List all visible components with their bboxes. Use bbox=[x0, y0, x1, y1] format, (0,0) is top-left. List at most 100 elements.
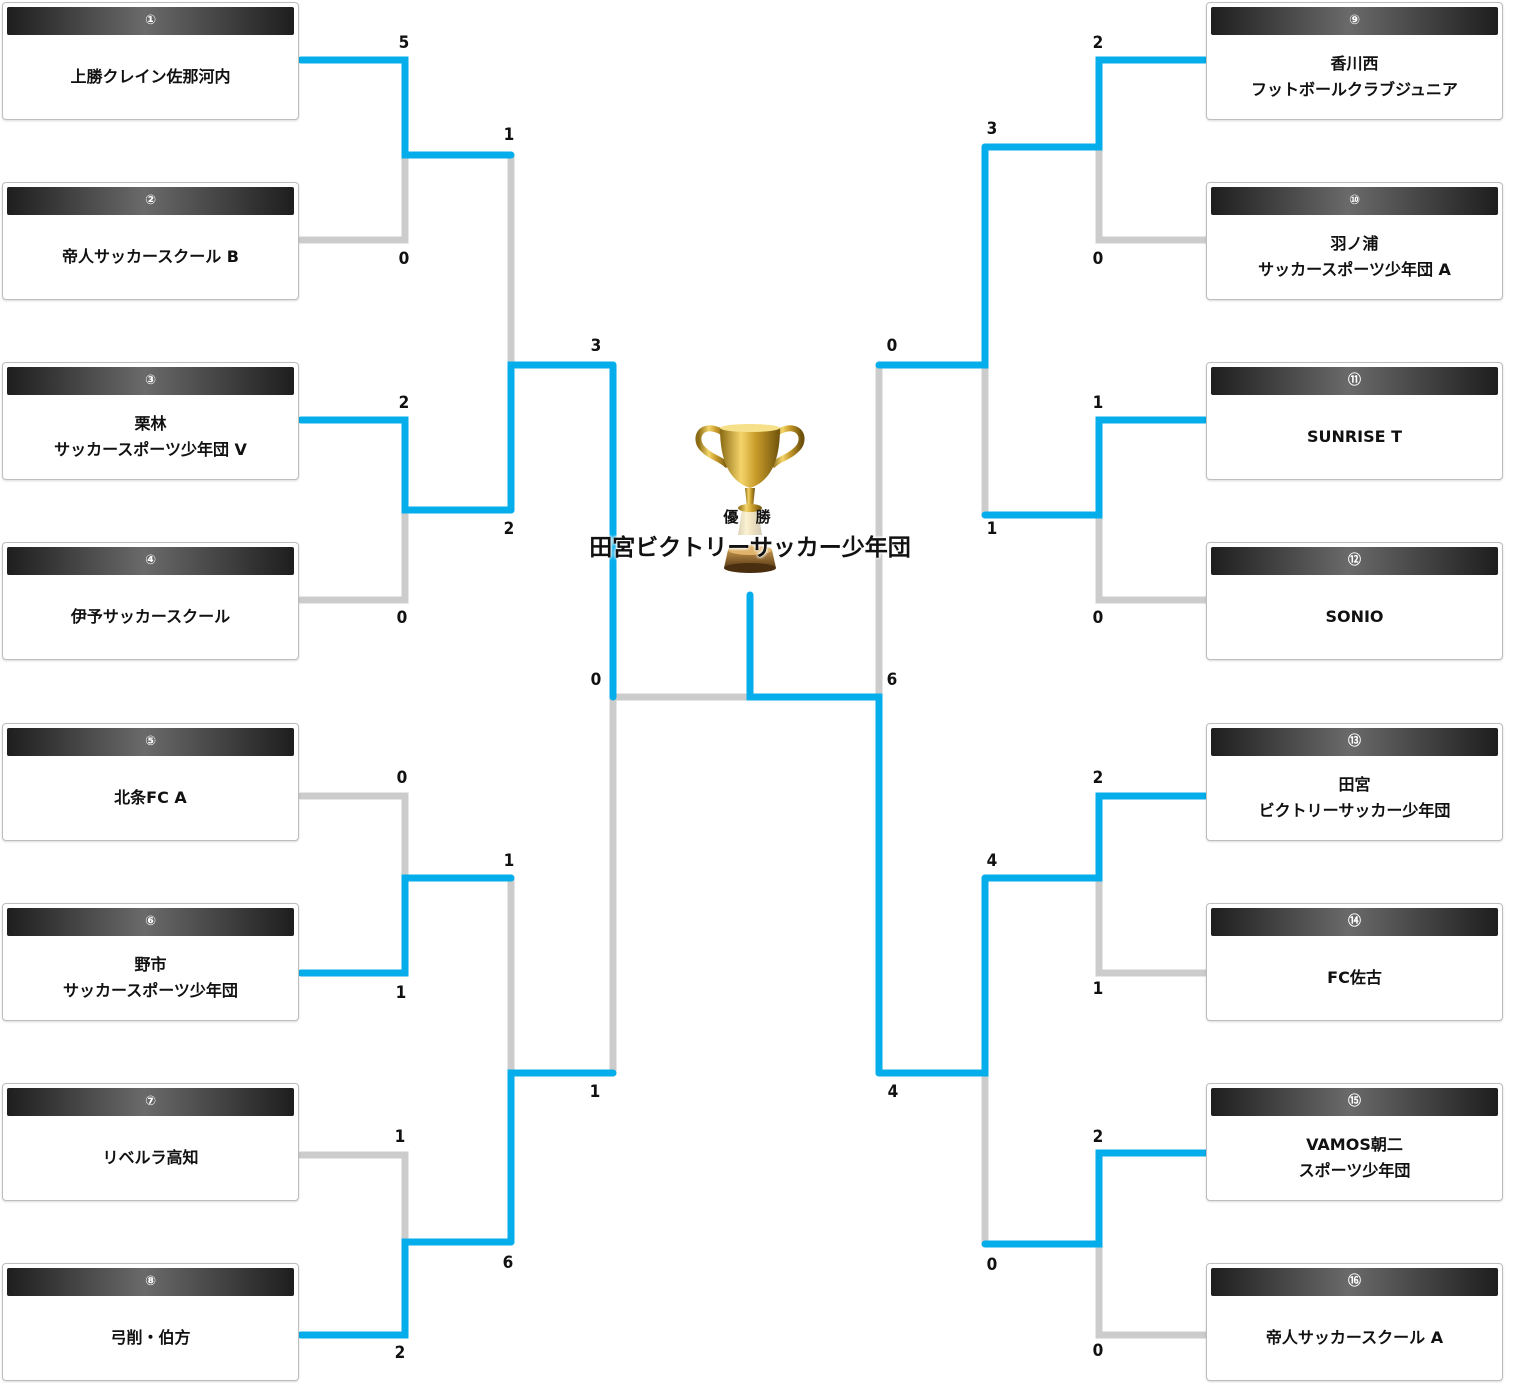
team-number: ⑫ bbox=[1211, 547, 1498, 575]
team-number: ⑦ bbox=[7, 1088, 294, 1116]
bracket-line bbox=[297, 151, 409, 244]
team-card-11: ⑪ SUNRISE T bbox=[1206, 362, 1503, 480]
team-card-6: ⑥ 野市 サッカースポーツ少年団 bbox=[2, 903, 299, 1021]
team-card-1: ① 上勝クレイン佐那河内 bbox=[2, 2, 299, 120]
team-name: VAMOS朝二 スポーツ少年団 bbox=[1298, 1135, 1411, 1180]
score-r2: 1 bbox=[503, 125, 515, 145]
score-r1: 1 bbox=[1092, 979, 1104, 999]
bracket-line bbox=[297, 1238, 515, 1339]
bracket-line bbox=[507, 361, 617, 514]
score-r2: 4 bbox=[986, 851, 998, 871]
team-number: ⑪ bbox=[1211, 367, 1498, 395]
bracket-line bbox=[297, 874, 515, 977]
team-card-9: ⑨ 香川西 フットボールクラブジュニア bbox=[1206, 2, 1503, 120]
team-card-8: ⑧ 弓削・伯方 bbox=[2, 1263, 299, 1381]
team-number: ⑭ bbox=[1211, 908, 1498, 936]
team-name: 伊予サッカースクール bbox=[70, 607, 231, 626]
team-card-3: ③ 栗林 サッカースポーツ少年団 V bbox=[2, 362, 299, 480]
score-r2: 6 bbox=[502, 1253, 514, 1273]
team-card-5: ⑤ 北条FC A bbox=[2, 723, 299, 841]
bracket-line bbox=[1095, 874, 1209, 977]
team-number: ④ bbox=[7, 547, 294, 575]
champion-block: 優 勝 田宮ビクトリーサッカー少年団 bbox=[560, 410, 940, 590]
score-sf: 3 bbox=[590, 336, 602, 356]
team-number: ⑧ bbox=[7, 1268, 294, 1296]
team-card-12: ⑫ SONIO bbox=[1206, 542, 1503, 660]
team-number: ⑮ bbox=[1211, 1088, 1498, 1116]
score-r1: 0 bbox=[1092, 249, 1104, 269]
team-card-16: ⑯ 帝人サッカースクール A bbox=[1206, 1263, 1503, 1381]
team-name: 野市 サッカースポーツ少年団 bbox=[63, 955, 238, 1000]
bracket-line bbox=[981, 1149, 1209, 1248]
team-number: ⑩ bbox=[1211, 187, 1498, 215]
team-card-4: ④ 伊予サッカースクール bbox=[2, 542, 299, 660]
score-sf: 0 bbox=[590, 670, 602, 690]
champion-name: 田宮ビクトリーサッカー少年団 bbox=[589, 535, 911, 561]
bracket-line bbox=[609, 693, 754, 1077]
team-name: 北条FC A bbox=[114, 788, 187, 807]
team-card-7: ⑦ リベルラ高知 bbox=[2, 1083, 299, 1201]
bracket-line bbox=[297, 56, 515, 159]
bracket-line bbox=[875, 874, 989, 1077]
score-r1: 2 bbox=[1092, 33, 1104, 53]
score-r1: 2 bbox=[1092, 768, 1104, 788]
score-r1: 0 bbox=[396, 608, 408, 628]
score-r1: 0 bbox=[398, 249, 410, 269]
team-name: 羽ノ浦 サッカースポーツ少年団 A bbox=[1258, 234, 1451, 279]
bracket-line bbox=[297, 1151, 409, 1246]
team-number: ⑥ bbox=[7, 908, 294, 936]
team-name: 栗林 サッカースポーツ少年団 V bbox=[54, 414, 247, 459]
score-sf: 1 bbox=[589, 1082, 601, 1102]
score-r1: 0 bbox=[1092, 608, 1104, 628]
score-r2: 1 bbox=[986, 519, 998, 539]
score-r2: 0 bbox=[986, 1255, 998, 1275]
bracket-line bbox=[297, 416, 515, 514]
bracket-line bbox=[981, 56, 1209, 151]
team-card-15: ⑮ VAMOS朝二 スポーツ少年団 bbox=[1206, 1083, 1503, 1201]
team-name: SUNRISE T bbox=[1306, 427, 1403, 446]
team-name: 弓削・伯方 bbox=[110, 1328, 191, 1347]
team-number: ⑤ bbox=[7, 728, 294, 756]
score-r2: 2 bbox=[503, 519, 515, 539]
score-r1: 2 bbox=[1092, 1127, 1104, 1147]
team-name: リベルラ高知 bbox=[102, 1148, 199, 1167]
score-r1: 0 bbox=[396, 768, 408, 788]
team-name: 田宮 ビクトリーサッカー少年団 bbox=[1258, 775, 1451, 820]
bracket-line bbox=[875, 143, 989, 369]
team-name: SONIO bbox=[1325, 607, 1384, 626]
score-r1: 0 bbox=[1092, 1341, 1104, 1361]
champion-label: 優 勝 bbox=[723, 508, 777, 526]
team-number: ⑯ bbox=[1211, 1268, 1498, 1296]
bracket-line bbox=[981, 416, 1209, 519]
team-name: FC佐古 bbox=[1327, 968, 1382, 987]
team-name: 上勝クレイン佐那河内 bbox=[70, 67, 231, 86]
bracket-line bbox=[297, 506, 409, 604]
bracket-line bbox=[746, 591, 883, 1077]
score-sf: 0 bbox=[886, 336, 898, 356]
team-number: ① bbox=[7, 7, 294, 35]
team-card-2: ② 帝人サッカースクール B bbox=[2, 182, 299, 300]
bracket-line bbox=[1095, 511, 1209, 604]
score-r1: 2 bbox=[394, 1343, 406, 1363]
score-r1: 1 bbox=[395, 983, 407, 1003]
score-r1: 1 bbox=[394, 1127, 406, 1147]
bracket-line bbox=[297, 792, 409, 882]
team-card-13: ⑬ 田宮 ビクトリーサッカー少年団 bbox=[1206, 723, 1503, 841]
trophy-icon bbox=[695, 424, 805, 573]
score-r2: 1 bbox=[503, 851, 515, 871]
score-sf: 6 bbox=[886, 670, 898, 690]
team-number: ② bbox=[7, 187, 294, 215]
score-r1: 2 bbox=[398, 393, 410, 413]
score-sf: 4 bbox=[887, 1082, 899, 1102]
team-name: 帝人サッカースクール A bbox=[1265, 1328, 1444, 1347]
team-number: ⑨ bbox=[1211, 7, 1498, 35]
bracket-line bbox=[981, 792, 1209, 882]
bracket-line bbox=[507, 1069, 617, 1246]
bracket-line bbox=[1095, 143, 1209, 244]
team-number: ③ bbox=[7, 367, 294, 395]
score-r1: 1 bbox=[1092, 393, 1104, 413]
bracket-line bbox=[1095, 1240, 1209, 1339]
team-card-14: ⑭ FC佐古 bbox=[1206, 903, 1503, 1021]
score-r2: 3 bbox=[986, 119, 998, 139]
